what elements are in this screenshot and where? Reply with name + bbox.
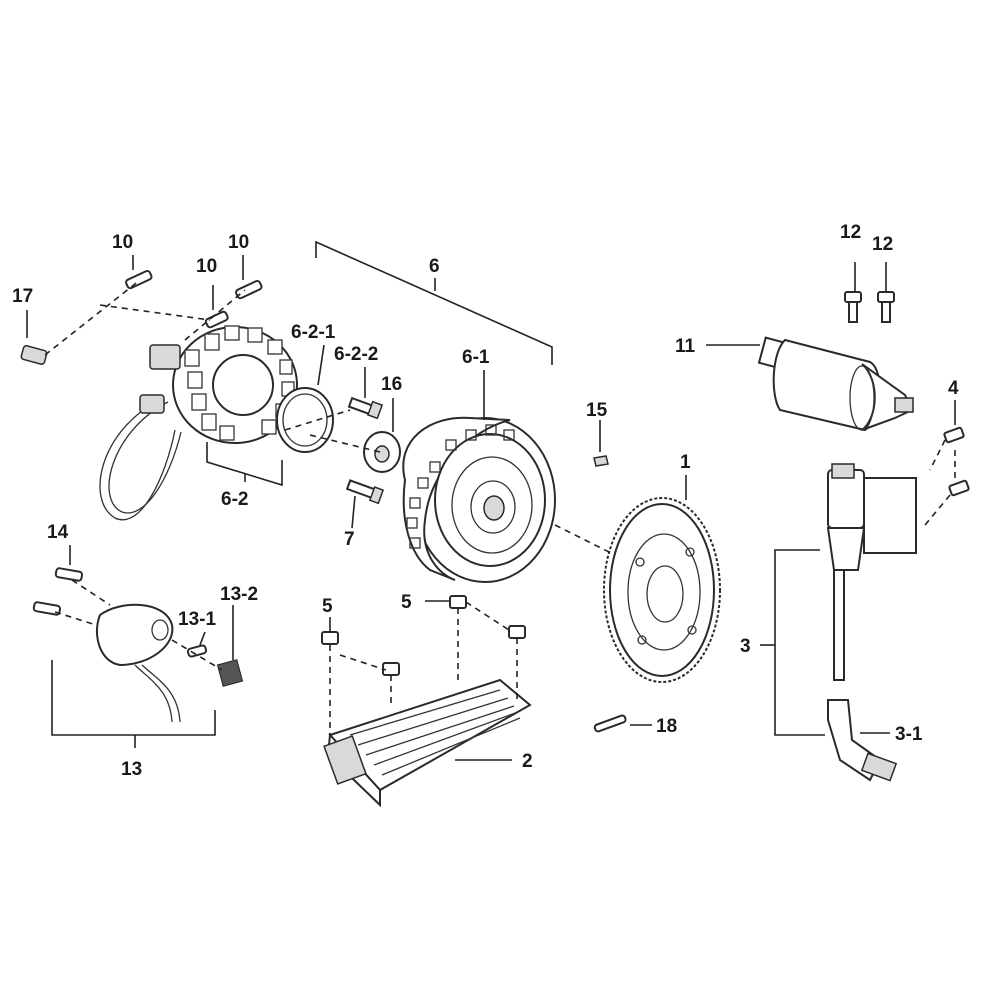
bolts-10 <box>125 269 263 329</box>
bolts-5 <box>321 595 526 676</box>
collar <box>363 431 401 473</box>
bolt-7 <box>345 479 385 505</box>
label-13-2: 13-2 <box>220 584 258 605</box>
voltage-regulator <box>323 678 532 808</box>
label-16: 16 <box>381 374 402 395</box>
label-5-right: 5 <box>401 592 412 613</box>
pulser-coil <box>95 603 244 723</box>
label-12-left: 12 <box>840 222 861 243</box>
woodruff-key <box>593 455 609 467</box>
callout-labels: 1 2 3 3-1 4 5 5 6 6-1 6-2 6-2-1 6-2-2 7 … <box>12 222 959 780</box>
label-6-2-2: 6-2-2 <box>334 344 378 365</box>
grommet <box>20 345 48 365</box>
label-10-right: 10 <box>228 232 249 253</box>
circlip <box>276 387 334 453</box>
label-10-left: 10 <box>112 232 133 253</box>
label-6: 6 <box>429 256 440 277</box>
label-3-1: 3-1 <box>895 724 923 745</box>
label-14: 14 <box>47 522 69 543</box>
bolts-12 <box>844 291 895 323</box>
stator-coil <box>99 325 298 521</box>
leader-lines <box>26 240 956 761</box>
label-6-2: 6-2 <box>221 489 248 510</box>
label-7: 7 <box>344 529 355 550</box>
label-4: 4 <box>948 378 959 399</box>
label-3: 3 <box>740 636 751 657</box>
label-12-right: 12 <box>872 234 893 255</box>
flywheel-rotor <box>402 416 556 583</box>
bolt-6-2-2 <box>347 396 384 420</box>
label-15: 15 <box>586 400 608 421</box>
label-1: 1 <box>680 452 691 473</box>
label-6-2-1: 6-2-1 <box>291 322 336 343</box>
starter-ring-gear <box>603 497 721 683</box>
label-13-1: 13-1 <box>178 609 216 630</box>
label-17: 17 <box>12 286 33 307</box>
bolts-14 <box>32 567 84 616</box>
label-6-1: 6-1 <box>462 347 490 368</box>
label-2: 2 <box>522 751 533 772</box>
label-10-mid: 10 <box>196 256 217 277</box>
label-18: 18 <box>656 716 677 737</box>
ignition-coil <box>826 463 917 782</box>
starter-motor <box>757 336 914 432</box>
bolts-4 <box>943 426 970 497</box>
label-5-left: 5 <box>322 596 333 617</box>
pin <box>593 714 627 733</box>
label-13: 13 <box>121 759 142 780</box>
label-11: 11 <box>675 336 696 357</box>
